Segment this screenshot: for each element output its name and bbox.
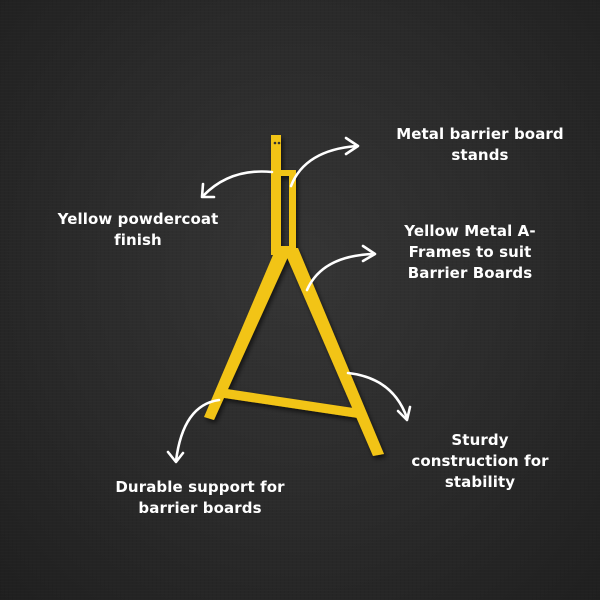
curved-arrow-icon — [289, 136, 360, 188]
curved-arrow-icon — [200, 170, 274, 199]
label-yellow-metal-a-frames: Yellow Metal A- Frames to suit Barrier B… — [404, 222, 536, 282]
label-metal-barrier-board-stands: Metal barrier board stands — [396, 125, 564, 164]
label-durable-support: Durable support for barrier boards — [115, 478, 285, 517]
curved-arrow-icon — [346, 371, 412, 422]
curved-arrow-icon — [166, 398, 221, 464]
curved-arrow-icon — [305, 244, 377, 292]
yellow-a-frame — [204, 135, 384, 456]
label-sturdy-construction: Sturdy construction for stability — [411, 431, 549, 491]
label-yellow-powdercoat-finish: Yellow powdercoat finish — [57, 210, 219, 249]
